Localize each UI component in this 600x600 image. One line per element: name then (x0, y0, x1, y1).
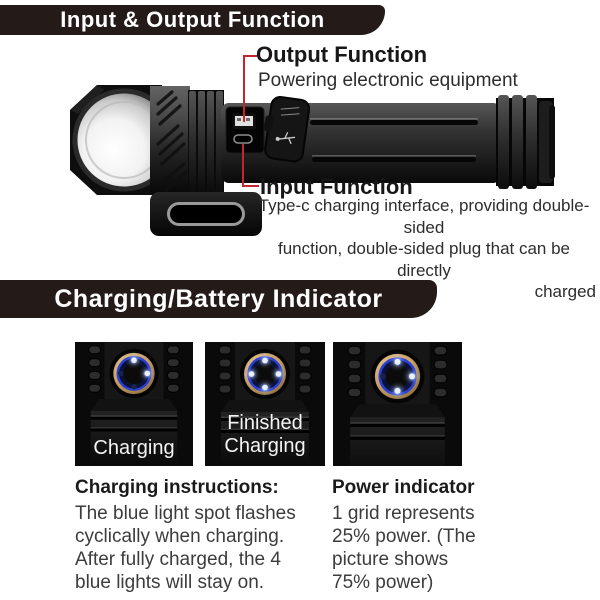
indicator-photo-power (333, 342, 462, 466)
charging-instructions-text: The blue light spot flashes cyclically w… (75, 502, 296, 594)
power-indicator-text: 1 grid represents 25% power. (The pictur… (332, 502, 476, 594)
output-callout-line-vertical (243, 55, 245, 122)
photo-label: Finished Charging (224, 412, 306, 457)
flashlight-body (221, 95, 501, 183)
input-function-description: Type-c charging interface, providing dou… (252, 195, 596, 303)
text-line: The blue light spot flashes (75, 503, 296, 524)
text-line: After fully charged, the 4 (75, 549, 281, 570)
usb-c-port-icon (167, 202, 245, 226)
flashlight-photo (70, 85, 555, 195)
indicator-photo-finished: Finished Charging (205, 342, 325, 466)
text-line: 75% power) (332, 572, 434, 593)
flashlight-top-icon (205, 342, 325, 466)
input-callout-line-horizontal (242, 185, 259, 187)
output-function-description: Powering electronic equipment (258, 70, 518, 91)
indicator-photo-charging: Charging (75, 342, 193, 466)
input-function-title: Input Function (260, 174, 413, 199)
text-line: cyclically when charging. (75, 526, 285, 547)
text-line: blue lights will stay on. (75, 572, 265, 593)
battery-indicator-button-icon (109, 348, 159, 399)
power-indicator-heading: Power indicator (332, 477, 475, 498)
usb-icon (275, 131, 296, 145)
input-callout-line-vertical (242, 144, 244, 187)
output-function-title: Output Function (256, 42, 428, 67)
usb-cover-flap (264, 95, 311, 163)
battery-indicator-button-icon (240, 349, 290, 399)
usb-c-port-photo (150, 192, 262, 236)
charging-instructions-heading: Charging instructions: (75, 477, 279, 498)
output-callout-line-horizontal (243, 55, 257, 57)
flashlight-tail (496, 95, 555, 189)
battery-indicator-button-icon (370, 349, 425, 404)
text-line: 25% power. (The (332, 526, 476, 547)
usb-ports (225, 106, 265, 154)
section1-banner: Input & Output Function (0, 5, 385, 35)
flashlight-top-icon (333, 342, 462, 466)
photo-label: Charging (93, 437, 175, 459)
flashlight-top-icon (75, 342, 193, 464)
text-line: 1 grid represents (332, 503, 475, 524)
input-desc-line: Type-c charging interface, providing dou… (258, 196, 590, 237)
input-desc-line: function, double-sided plug that can be … (277, 239, 571, 280)
text-line: picture shows (332, 549, 449, 570)
section2-banner: Charging/Battery Indicator (0, 280, 437, 318)
input-desc-line: charged (534, 282, 596, 301)
flashlight-head (70, 85, 224, 195)
